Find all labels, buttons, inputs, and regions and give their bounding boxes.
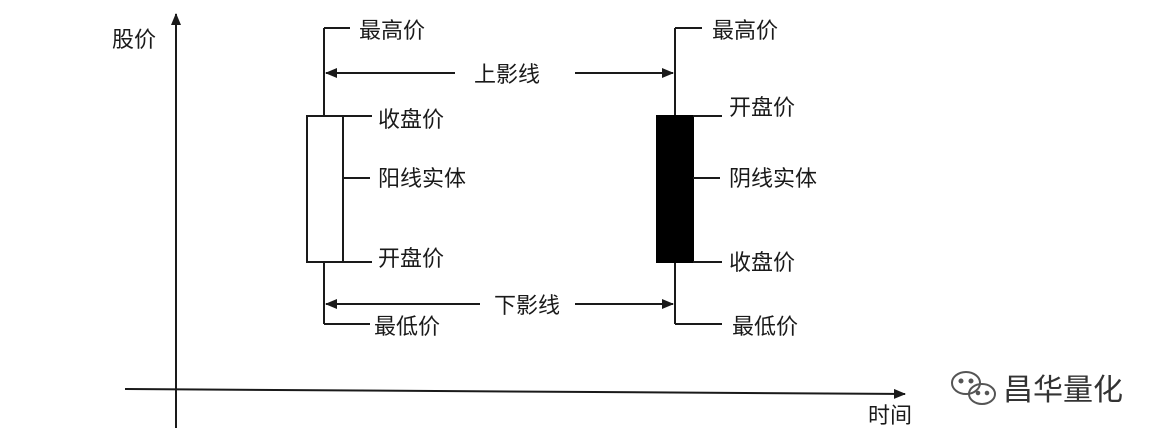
upper-shadow-annotation: 上影线 [325,63,674,88]
bullish-low-label: 最低价 [374,315,440,340]
bearish-high-label: 最高价 [712,19,778,44]
bearish-open-label: 开盘价 [729,96,795,121]
x-axis-label: 时间 [868,404,912,429]
bullish-open-label: 开盘价 [378,247,444,272]
x-axis [124,388,906,399]
watermark: 昌华量化 [951,371,1123,408]
bullish-candle: 最高价 收盘价 阳线实体 开盘价 最低价 [306,19,466,340]
bearish-body-label: 阴线实体 [729,167,817,192]
bearish-low-label: 最低价 [732,315,798,340]
lower-shadow-label: 下影线 [494,294,560,319]
bullish-high-label: 最高价 [359,19,425,44]
upper-shadow-label: 上影线 [474,63,540,88]
bullish-body [306,115,344,263]
bearish-close-label: 收盘价 [729,251,795,276]
bearish-body [656,115,694,263]
bearish-candle: 最高价 开盘价 阴线实体 收盘价 最低价 [656,19,817,340]
watermark-text: 昌华量化 [1003,373,1123,408]
y-axis-label: 股价 [112,28,156,53]
bullish-body-label: 阳线实体 [378,167,466,192]
bullish-close-label: 收盘价 [378,108,444,133]
wechat-icon [951,371,996,405]
lower-shadow-annotation: 下影线 [325,294,674,319]
